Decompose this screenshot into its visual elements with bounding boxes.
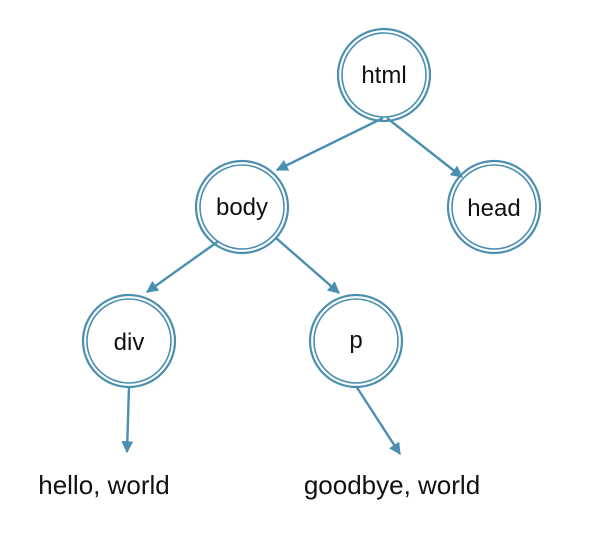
leaf-text-hello-world: hello, world <box>38 470 170 500</box>
edge-html-head <box>386 117 463 178</box>
edge-body-div <box>146 239 221 293</box>
node-label-body: body <box>216 194 268 221</box>
edge-p-text <box>354 385 402 456</box>
edge-html-body <box>275 116 384 172</box>
edge-div-text <box>121 385 134 454</box>
edge-body-p <box>275 237 340 294</box>
node-head: head <box>446 159 542 255</box>
node-label-html: html <box>361 62 406 89</box>
edges-group <box>121 116 463 456</box>
node-label-head: head <box>467 195 520 222</box>
node-html: html <box>336 27 432 123</box>
node-p: p <box>308 293 404 389</box>
leaf-text-goodbye-world: goodbye, world <box>304 470 480 500</box>
node-body: body <box>194 159 290 255</box>
node-div: div <box>81 293 177 389</box>
node-label-div: div <box>114 329 145 356</box>
node-label-p: p <box>349 327 362 354</box>
